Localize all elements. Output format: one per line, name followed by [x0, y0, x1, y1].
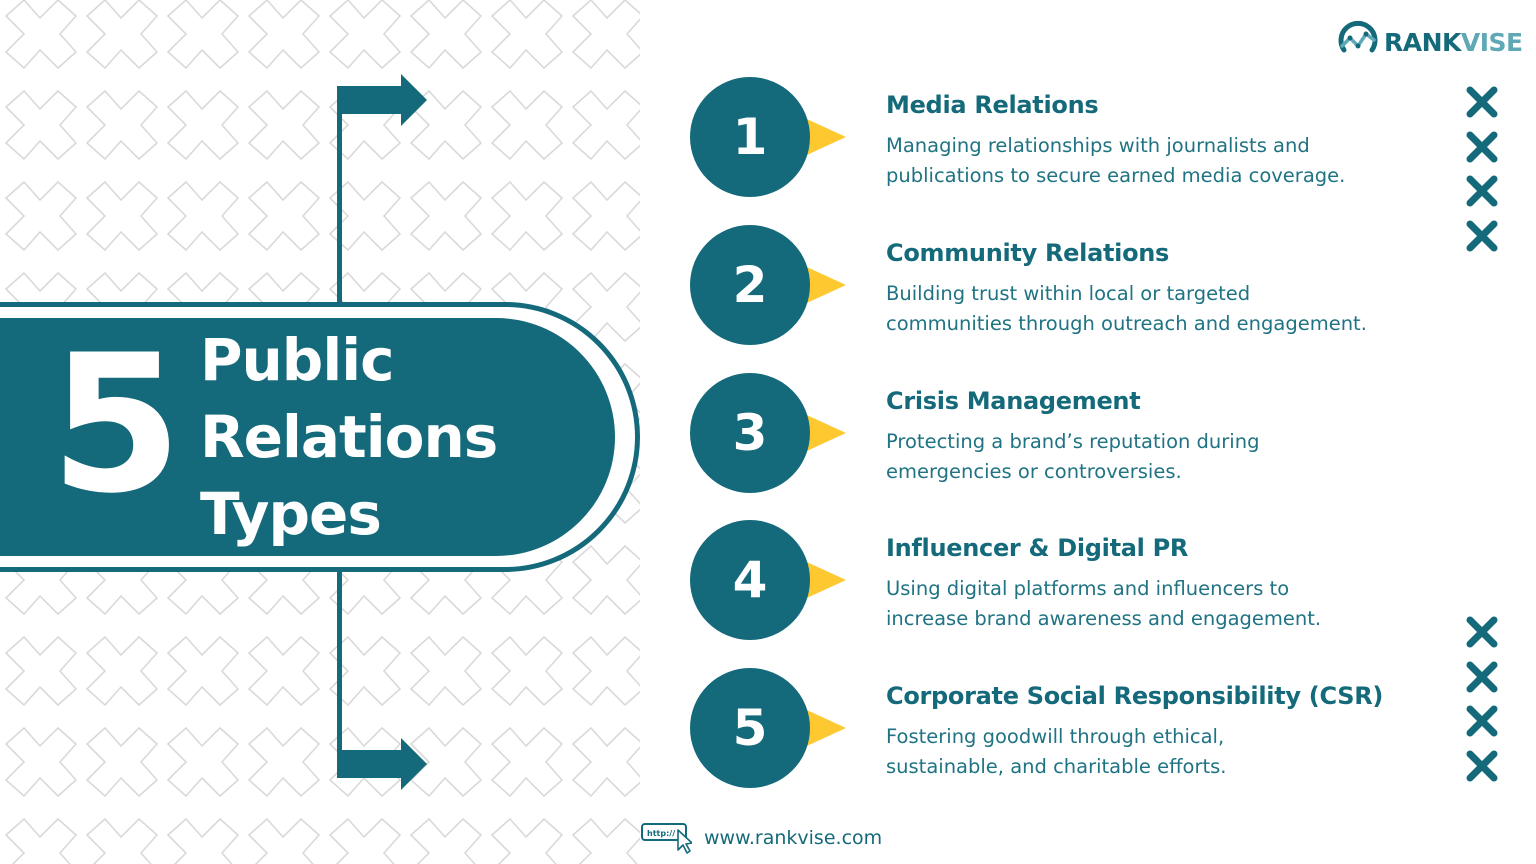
x-mark-icon	[1466, 220, 1498, 251]
hero-title: Public Relations Types	[200, 322, 600, 553]
list-item: 1 Media Relations Managing relationships…	[690, 77, 1510, 197]
item-description: Using digital platforms and influencers …	[886, 577, 1322, 630]
item-number-badge: 1	[690, 77, 810, 197]
x-mark-icon	[1466, 750, 1498, 781]
chart-ring-logo-icon	[1336, 18, 1380, 66]
hero-number: 5	[50, 314, 182, 535]
list-item: 5 Corporate Social Responsibility (CSR) …	[690, 668, 1510, 788]
footer-website[interactable]: http:// www.rankvise.com	[640, 820, 882, 856]
list-item: 3 Crisis Management Protecting a brand’s…	[690, 373, 1510, 493]
hero-title-line: Public	[200, 326, 394, 394]
brand-name: RANKVISE	[1384, 27, 1523, 57]
item-title: Influencer & Digital PR	[886, 534, 1189, 562]
item-description: Managing relationships with journalists …	[886, 134, 1346, 187]
item-title: Corporate Social Responsibility (CSR)	[886, 682, 1384, 710]
hero-title-line: Relations	[200, 403, 498, 471]
list-item: 4 Influencer & Digital PR Using digital …	[690, 520, 1510, 640]
website-link[interactable]: www.rankvise.com	[704, 827, 883, 849]
item-description: Protecting a brand’s reputation during e…	[886, 430, 1260, 483]
hero-title-line: Types	[200, 480, 382, 548]
brand-logo[interactable]: RANKVISE	[1336, 20, 1523, 64]
item-title: Crisis Management	[886, 387, 1141, 415]
x-mark-icon	[1466, 661, 1498, 692]
item-title: Community Relations	[886, 239, 1170, 267]
item-number-badge: 4	[690, 520, 810, 640]
svg-text:http://: http://	[647, 829, 675, 838]
item-number-badge: 3	[690, 373, 810, 493]
item-number-badge: 5	[690, 668, 810, 788]
browser-url-icon: http://	[640, 818, 693, 858]
list-item: 2 Community Relations Building trust wit…	[690, 225, 1510, 345]
item-number-badge: 2	[690, 225, 810, 345]
arrow-right-bottom-icon	[337, 738, 429, 794]
item-description: Building trust within local or targeted …	[886, 282, 1367, 335]
decorative-x-column-top	[1466, 86, 1500, 264]
item-description: Fostering goodwill through ethical, sust…	[886, 725, 1227, 778]
x-mark-icon	[1466, 705, 1498, 737]
arrow-right-top-icon	[337, 74, 429, 130]
x-mark-icon	[1466, 86, 1498, 118]
x-mark-icon	[1466, 175, 1498, 207]
x-mark-icon	[1466, 131, 1498, 162]
x-mark-icon	[1466, 616, 1498, 648]
item-title: Media Relations	[886, 91, 1099, 119]
hero-pill	[0, 318, 615, 556]
cursor-arrow-icon	[677, 829, 693, 854]
decorative-x-column-bottom	[1466, 616, 1500, 794]
